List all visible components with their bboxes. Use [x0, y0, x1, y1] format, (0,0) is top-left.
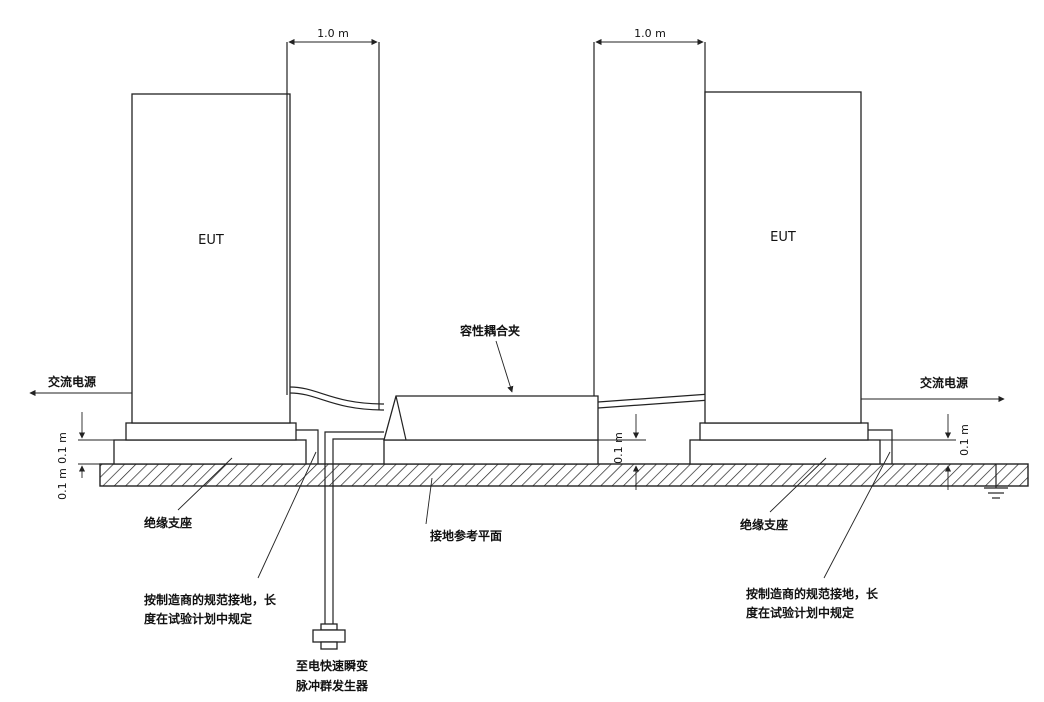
right-support-label: 绝缘支座 [740, 517, 788, 532]
right-height-label: 0.1 m [958, 424, 971, 456]
left-grounding-note-line2: 度在试验计划中规定 [144, 611, 252, 626]
left-height-label-lower: 0.1 m [56, 468, 69, 500]
right-eut-label: EUT [770, 230, 796, 245]
left-eut-label: EUT [198, 233, 224, 248]
right-grounding-strap [868, 429, 893, 464]
left-grounding-note-line1: 按制造商的规范接地，长 [144, 592, 277, 607]
capacitive-coupling-clamp [383, 395, 599, 441]
left-eut-cabinet [131, 93, 291, 424]
center-height-label: 0.1 m [612, 432, 625, 464]
ground-reference-plane [99, 463, 1029, 487]
left-ac-power-label: 交流电源 [48, 374, 96, 389]
left-support-label: 绝缘支座 [144, 515, 192, 530]
right-insulating-support [689, 439, 881, 465]
generator-label-line1: 至电快速瞬变 [296, 658, 368, 673]
right-distance-label: 1.0 m [634, 27, 666, 40]
clamp-support [383, 439, 599, 465]
left-grounding-strap [296, 429, 319, 464]
right-grounding-note-line2: 度在试验计划中规定 [746, 605, 854, 620]
right-grounding-note-line1: 按制造商的规范接地，长 [746, 586, 879, 601]
ground-symbol-icon [984, 464, 1008, 499]
left-insulating-support [113, 439, 307, 465]
right-ac-power-label: 交流电源 [920, 375, 968, 390]
generator-connector-icon [312, 623, 346, 650]
clamp-label: 容性耦合夹 [459, 323, 520, 338]
right-eut-base [699, 422, 869, 441]
ground-plane-label: 接地参考平面 [430, 528, 502, 543]
left-height-label-upper: 0.1 m [56, 432, 69, 464]
left-eut-base [125, 422, 297, 441]
right-eut-cabinet [704, 91, 862, 424]
generator-label-line2: 脉冲群发生器 [295, 678, 369, 693]
left-distance-label: 1.0 m [317, 27, 349, 40]
